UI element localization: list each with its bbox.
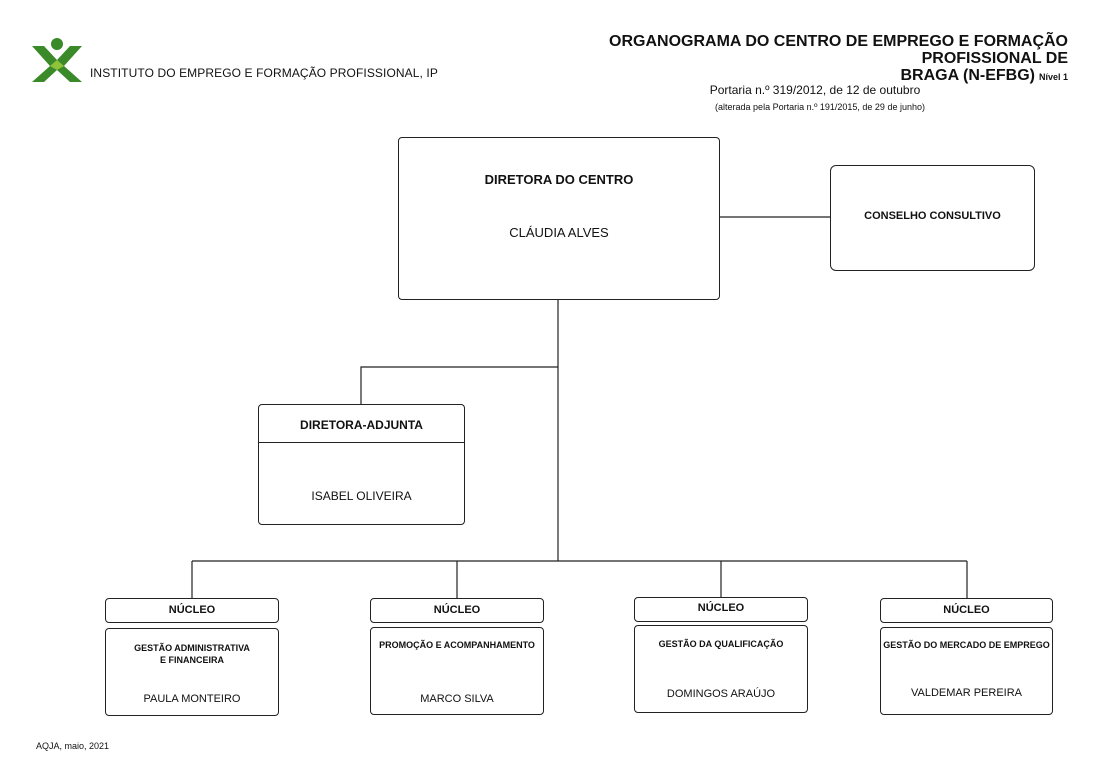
nucleo-2-header-box: NÚCLEO [370,598,544,623]
nucleo-3-title: GESTÃO DA QUALIFICAÇÃO [658,639,784,649]
deputy-box: DIRETORA-ADJUNTA ISABEL OLIVEIRA [258,404,465,525]
nucleo-4-title: GESTÃO DO MERCADO DE EMPREGO [883,640,1050,650]
nucleo-4-name: VALDEMAR PEREIRA [910,687,1023,699]
nucleo-1-header-box: NÚCLEO [105,598,279,623]
nucleo-1-box: GESTÃO ADMINISTRATIVA E FINANCEIRA PAULA… [105,628,279,716]
iefp-logo-icon [32,38,82,82]
nucleo-1-header: NÚCLEO [168,604,216,616]
nucleo-4-header-box: NÚCLEO [880,598,1053,623]
portaria-note: (alterada pela Portaria n.º 191/2015, de… [715,102,925,112]
deputy-name: ISABEL OLIVEIRA [311,489,412,503]
nucleo-4-box: GESTÃO DO MERCADO DE EMPREGO VALDEMAR PE… [880,627,1053,715]
deputy-role: DIRETORA-ADJUNTA [300,418,423,432]
deputy-divider [259,442,464,443]
nucleo-1-title: GESTÃO ADMINISTRATIVA E FINANCEIRA [134,643,250,665]
page-title: ORGANOGRAMA DO CENTRO DE EMPREGO E FORMA… [540,33,1068,86]
director-box: DIRETORA DO CENTRO CLÁUDIA ALVES [398,137,720,300]
nucleo-2-title: PROMOÇÃO E ACOMPANHAMENTO [379,640,535,650]
nucleo-2-header: NÚCLEO [433,604,481,616]
nucleo-4-header: NÚCLEO [943,604,990,616]
director-name: CLÁUDIA ALVES [509,225,609,240]
nucleo-3-header-box: NÚCLEO [634,597,808,622]
title-braga: BRAGA (N-EFBG) [900,67,1035,84]
title-line-1: ORGANOGRAMA DO CENTRO DE EMPREGO E FORMA… [609,33,1068,67]
council-box: CONSELHO CONSULTIVO [830,165,1035,271]
nucleo-3-header: NÚCLEO [697,602,745,614]
institute-name: INSTITUTO DO EMPREGO E FORMAÇÃO PROFISSI… [90,66,438,80]
council-label: CONSELHO CONSULTIVO [864,210,1001,222]
nucleo-3-name: DOMINGOS ARAÚJO [666,688,776,700]
footer-note: AQJA, maio, 2021 [36,741,110,751]
director-role: DIRETORA DO CENTRO [484,172,634,187]
level-label: Nível 1 [1038,72,1068,82]
portaria-text: Portaria n.º 319/2012, de 12 de outubro [709,83,921,97]
nucleo-2-box: PROMOÇÃO E ACOMPANHAMENTO MARCO SILVA [370,627,544,715]
title-line-2: BRAGA (N-EFBG)Nível 1 [540,67,1068,86]
deputy-connector [360,366,558,404]
nucleo-2-name: MARCO SILVA [420,693,494,705]
nucleo-3-box: GESTÃO DA QUALIFICAÇÃO DOMINGOS ARAÚJO [634,625,808,713]
nucleo-1-name: PAULA MONTEIRO [143,693,241,705]
